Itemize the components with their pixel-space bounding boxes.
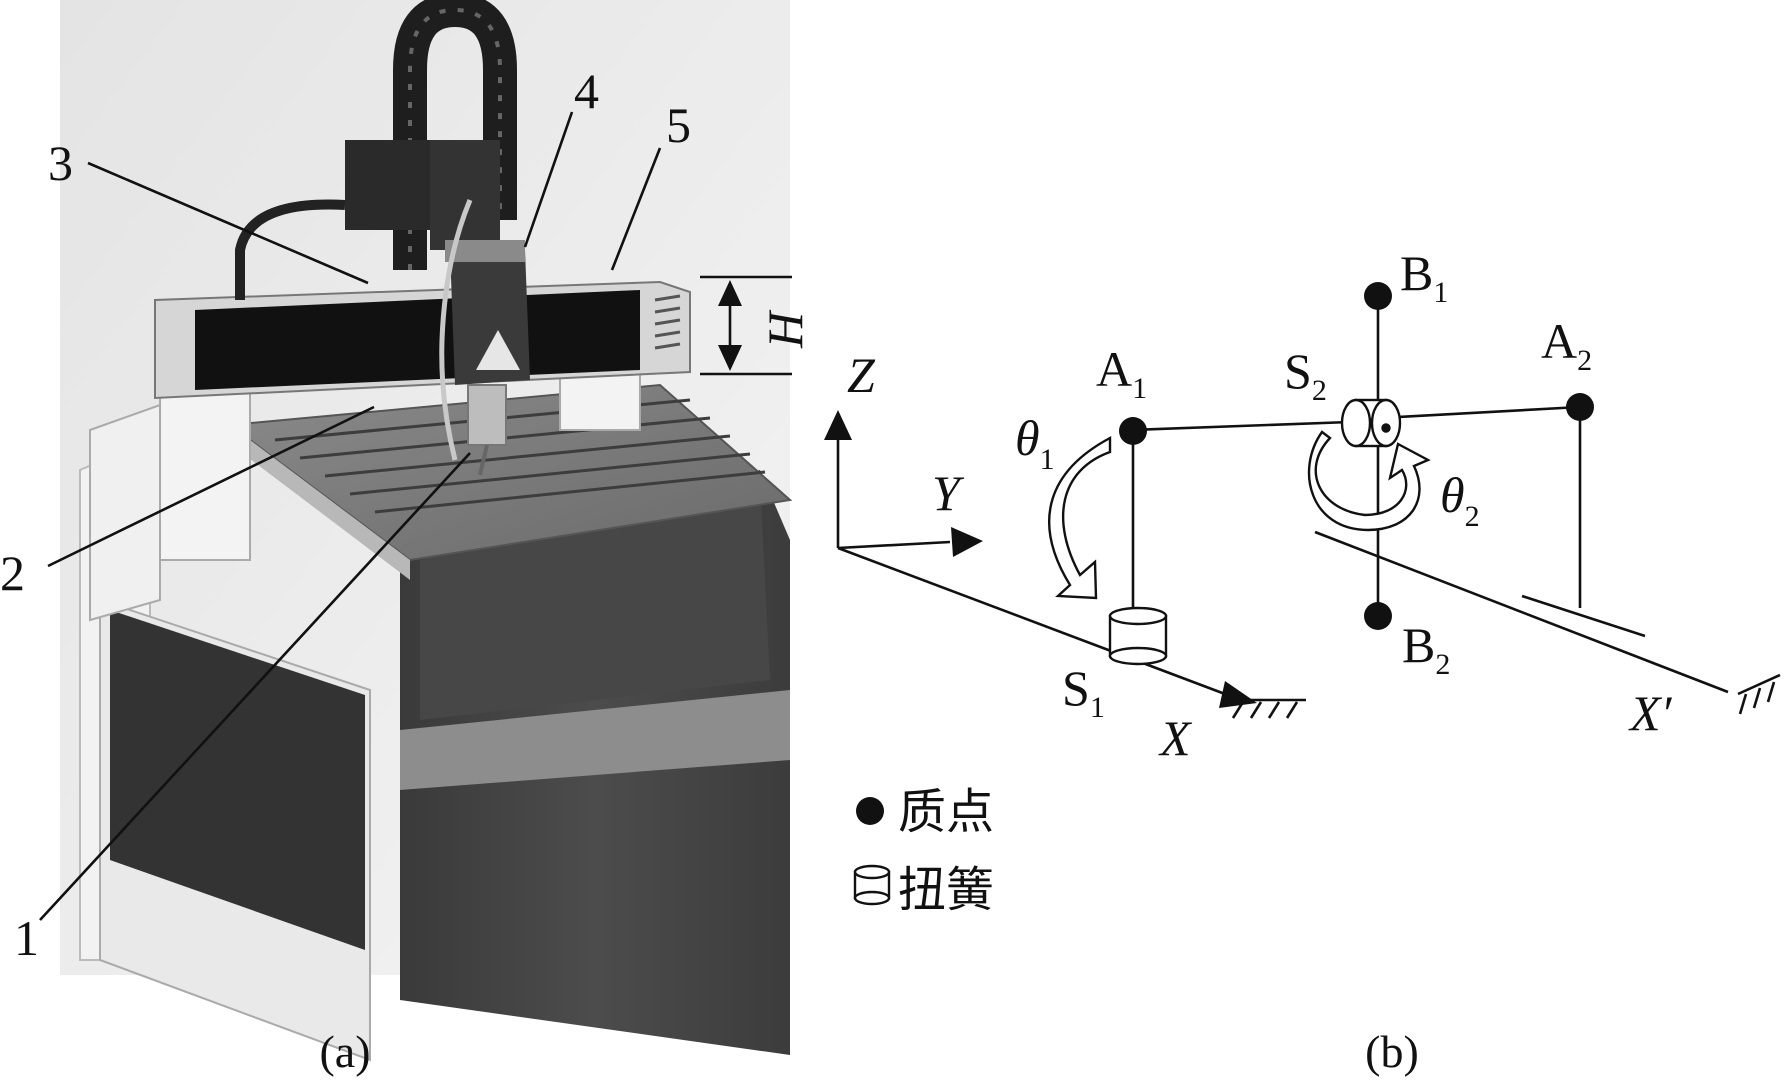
rotation-arrow-theta2	[1307, 430, 1431, 532]
callout-4: 4	[574, 63, 599, 119]
axis-label-x-prime: X′	[1628, 685, 1673, 741]
legend-spring-symbol	[853, 864, 891, 906]
x-prime-axis	[1314, 530, 1729, 694]
legend-spring-label: 扭簧	[898, 862, 994, 918]
spring-label-s2: S2	[1284, 343, 1327, 407]
torsion-spring-s1	[1108, 606, 1168, 666]
a2-base	[1521, 594, 1646, 638]
axis-arrowheads	[824, 410, 1257, 708]
axis-label-y: Y	[932, 465, 965, 521]
height-label: H	[757, 309, 813, 349]
cnc-machine-photo	[60, 0, 793, 1062]
legend-mass-symbol	[856, 797, 884, 825]
point-masses	[1119, 282, 1594, 630]
mass-label-b1: B1	[1400, 245, 1448, 309]
callout-1: 1	[14, 910, 39, 966]
callout-leaders	[39, 111, 662, 921]
link-s2-a2	[1379, 405, 1581, 420]
height-dimension	[700, 275, 792, 376]
mass-b2	[1364, 602, 1392, 630]
mass-label-a2: A2	[1541, 313, 1592, 377]
angle-label-theta1: θ1	[1015, 410, 1055, 476]
rotation-arrow-theta1	[1048, 435, 1112, 600]
callout-2: 2	[0, 545, 25, 601]
x-axis	[837, 546, 1226, 696]
angle-label-theta2: θ2	[1440, 467, 1480, 533]
caption-b: (b)	[1365, 1026, 1419, 1077]
mass-label-b2: B2	[1402, 617, 1450, 681]
spring-label-s1: S1	[1062, 660, 1105, 724]
legend: 质点 扭簧	[853, 784, 994, 918]
axis-label-z: Z	[847, 347, 876, 403]
caption-a: (a)	[319, 1026, 370, 1077]
torsion-spring-s2	[1340, 398, 1402, 448]
legend-mass-label: 质点	[898, 784, 994, 840]
y-axis	[837, 540, 951, 550]
axis-label-x: X	[1158, 710, 1193, 766]
mass-a2	[1566, 393, 1594, 421]
mass-a1	[1119, 417, 1147, 445]
mass-label-a1: A1	[1096, 341, 1147, 405]
dynamics-model	[836, 296, 1781, 719]
callout-5: 5	[666, 97, 691, 153]
callout-3: 3	[48, 135, 73, 191]
mass-b1	[1364, 282, 1392, 310]
link-a1-s2	[1130, 420, 1351, 432]
